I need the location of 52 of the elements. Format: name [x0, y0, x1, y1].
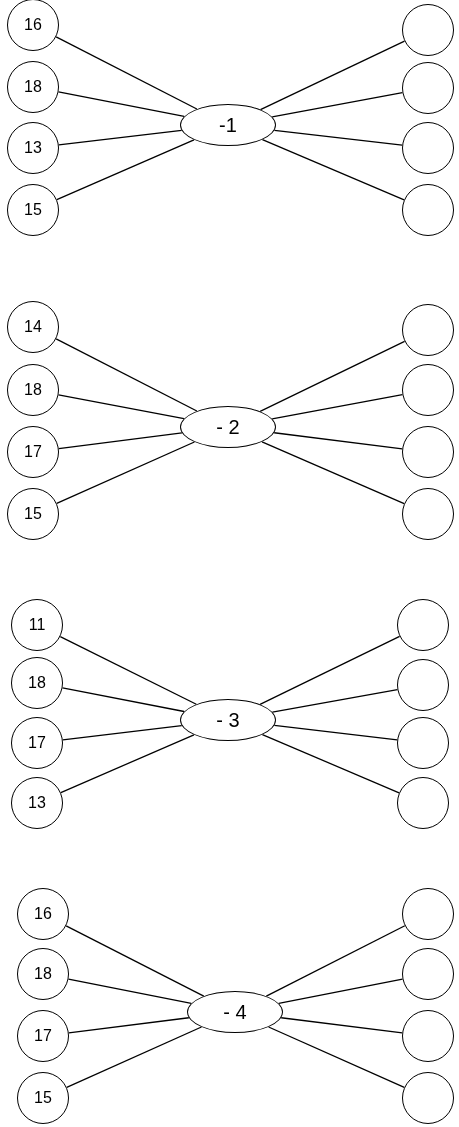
connector-line: [259, 340, 406, 413]
connector-line: [261, 139, 405, 201]
connector-line: [56, 441, 196, 505]
connector-line: [261, 734, 400, 794]
node-text: -1: [219, 113, 237, 138]
connector-line: [273, 432, 403, 450]
connector-line: [67, 978, 192, 1004]
node-text: - 2: [216, 415, 240, 440]
connector-line: [55, 36, 198, 110]
connector-line: [59, 635, 197, 705]
node-text: 16: [24, 15, 42, 35]
connector-line: [273, 724, 398, 741]
connector-line: [261, 441, 405, 505]
node-text: 17: [34, 1026, 52, 1046]
operation-ellipse: [180, 406, 276, 448]
node-text: - 4: [223, 1000, 247, 1025]
node-text: 18: [34, 964, 52, 984]
connector-line: [280, 1017, 403, 1034]
node-text: 17: [28, 733, 46, 753]
operation-ellipse: [180, 104, 276, 146]
connector-line: [62, 724, 183, 741]
connector-line: [58, 129, 183, 146]
connector-line: [60, 734, 195, 794]
operation-ellipse: [180, 699, 276, 741]
node-text: 15: [34, 1088, 52, 1108]
connector-line: [66, 1026, 203, 1088]
node-text: 18: [24, 380, 42, 400]
connector-line: [278, 978, 404, 1005]
node-text: 17: [24, 442, 42, 462]
connector-line: [259, 40, 406, 111]
operation-ellipse: [187, 991, 283, 1033]
node-text: 13: [28, 793, 46, 813]
connector-line: [273, 129, 403, 146]
node-text: 15: [24, 504, 42, 524]
connector-line: [268, 1026, 405, 1089]
connector-line: [57, 91, 185, 118]
connector-line: [55, 338, 198, 412]
node-text: 15: [24, 200, 42, 220]
node-text: 13: [24, 138, 42, 158]
connector-line: [68, 1017, 190, 1034]
node-text: 11: [28, 615, 46, 635]
node-text: 18: [24, 77, 42, 97]
node-text: 14: [24, 317, 42, 337]
connector-line: [58, 432, 183, 450]
connector-line: [265, 925, 406, 997]
connector-line: [259, 635, 401, 706]
connector-line: [61, 687, 185, 713]
node-text: 18: [28, 673, 46, 693]
connector-line: [65, 925, 205, 997]
connector-line: [56, 139, 195, 201]
node-text: - 3: [216, 708, 240, 733]
node-text: 16: [34, 904, 52, 924]
